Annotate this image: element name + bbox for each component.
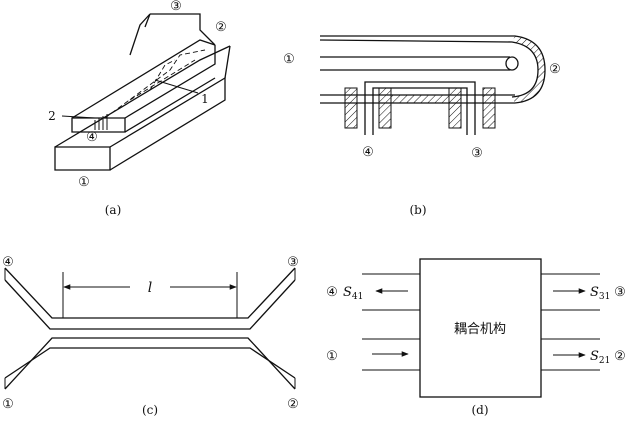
panel-a-label-1: 1 [201,92,209,106]
panel-a-caption: (a) [105,203,122,217]
coupling-mechanism-box [419,258,542,398]
panel-c-port-3: ③ [287,255,299,270]
inner-conductor-end [505,56,519,71]
upper-guide-top-left-edge [71,39,216,119]
panel-c: l ④ ③ ① ② (c) [2,255,299,417]
right-fitting-wall-b [482,87,496,129]
panel-d-caption: (d) [471,403,488,417]
panel-d-port-1: ① [326,349,338,364]
hidden-edge-1 [104,49,206,119]
panel-a-port-2: ② [215,20,227,35]
lower-strip-outer-edge [4,347,296,379]
panel-a-port-3: ③ [170,0,182,14]
panel-d-port-4: ④ [326,285,338,300]
coupling-mechanism-label: 耦合机构 [454,322,506,337]
lower-strip-inner-edge [4,337,296,390]
s21-label: S21 [590,349,610,366]
panel-b-port-1: ① [283,52,295,67]
panel-b-caption: (b) [409,203,426,217]
hidden-edge-2 [149,59,176,91]
upper-strip-inner-edge [4,267,296,319]
panel-a: ③ ② ④ ① 1 2 (a) [48,0,231,217]
upper-guide-bend-left [129,13,151,56]
panel-a-label-2: 2 [48,109,56,123]
panel-a-waveguide [54,13,231,171]
left-fitting-wall-b [378,87,392,129]
panel-d-port-3: ③ [614,285,626,300]
right-fitting-wall-a [448,87,462,129]
panel-c-port-4: ④ [2,255,14,270]
lower-guide-front-face [54,146,111,171]
lower-guide-right-side [109,76,226,171]
panel-d-port-2: ② [614,349,626,364]
leader-2 [61,115,96,119]
panel-b-port-3: ③ [471,146,483,161]
left-fitting-wall-a [344,87,358,129]
panel-c-port-1: ① [2,397,14,412]
coupling-loop-outer [364,81,476,135]
panel-c-caption: (c) [142,403,158,417]
coupling-length-label: l [148,280,152,296]
upper-strip-outer-edge [4,279,296,330]
panel-a-port-1: ① [78,175,90,190]
coupling-loop-inner [372,87,468,135]
s31-label: S31 [590,285,610,302]
s41-label: S41 [343,285,363,302]
panel-d: 耦合机构 S41 S31 S21 ④ ① ③ ② (d) [326,258,626,417]
hidden-edge-3 [129,59,196,101]
panel-b-port-2: ② [549,62,561,77]
panel-c-port-2: ② [287,397,299,412]
panel-b: ① ② ④ ③ (b) [283,35,561,217]
leader-1 [154,79,199,94]
upper-guide-bend-right [150,13,216,46]
matched-load [94,114,108,130]
panel-a-port-4: ④ [86,130,98,145]
panel-b-port-4: ④ [362,145,374,160]
